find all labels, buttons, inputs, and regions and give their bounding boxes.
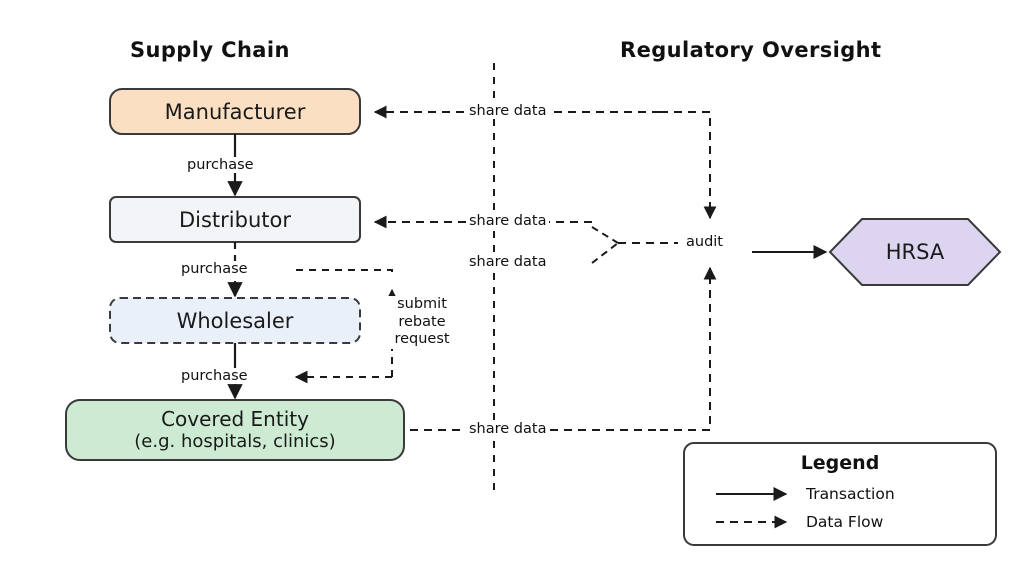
edge-label-share-data-distributor: share data	[466, 213, 550, 229]
node-manufacturer[interactable]	[109, 88, 361, 135]
node-covered-entity[interactable]	[65, 399, 405, 461]
node-wholesaler[interactable]	[109, 297, 361, 344]
rebate-line-2: rebate	[398, 313, 446, 330]
edge-label-purchase-manufacturer: purchase	[184, 157, 257, 173]
edge-label-purchase-distributor: purchase	[178, 261, 251, 277]
node-hrsa[interactable]	[828, 218, 1002, 286]
edge-share-data-manufacturer-riser	[660, 111, 717, 220]
edge-label-submit-rebate-request: submit rebate request	[380, 296, 464, 350]
header-supply-chain: Supply Chain	[130, 38, 290, 62]
edge-label-share-data-covered-entity: share data	[466, 421, 550, 437]
legend-label-transaction: Transaction	[806, 485, 895, 503]
edge-share-data-covered-entity-riser	[660, 266, 717, 431]
header-regulatory-oversight: Regulatory Oversight	[620, 38, 882, 62]
legend-box	[683, 442, 997, 546]
legend-label-data-flow: Data Flow	[806, 513, 884, 531]
rebate-line-1: submit	[397, 296, 447, 312]
legend-title: Legend	[800, 452, 880, 474]
rebate-line-3: request	[394, 331, 450, 348]
edge-label-share-data-manufacturer: share data	[466, 103, 550, 119]
edge-rebate-request-top	[290, 269, 393, 272]
edge-label-purchase-wholesaler: purchase	[178, 368, 251, 384]
edge-label-audit: audit	[683, 234, 726, 250]
edge-share-data-distributor-merge	[591, 226, 619, 244]
edge-label-share-data-wholesaler: share data	[466, 254, 550, 270]
node-distributor[interactable]	[109, 196, 361, 243]
edge-share-data-wholesaler-merge	[591, 242, 619, 264]
legend-title-wrap: Legend	[684, 452, 996, 474]
